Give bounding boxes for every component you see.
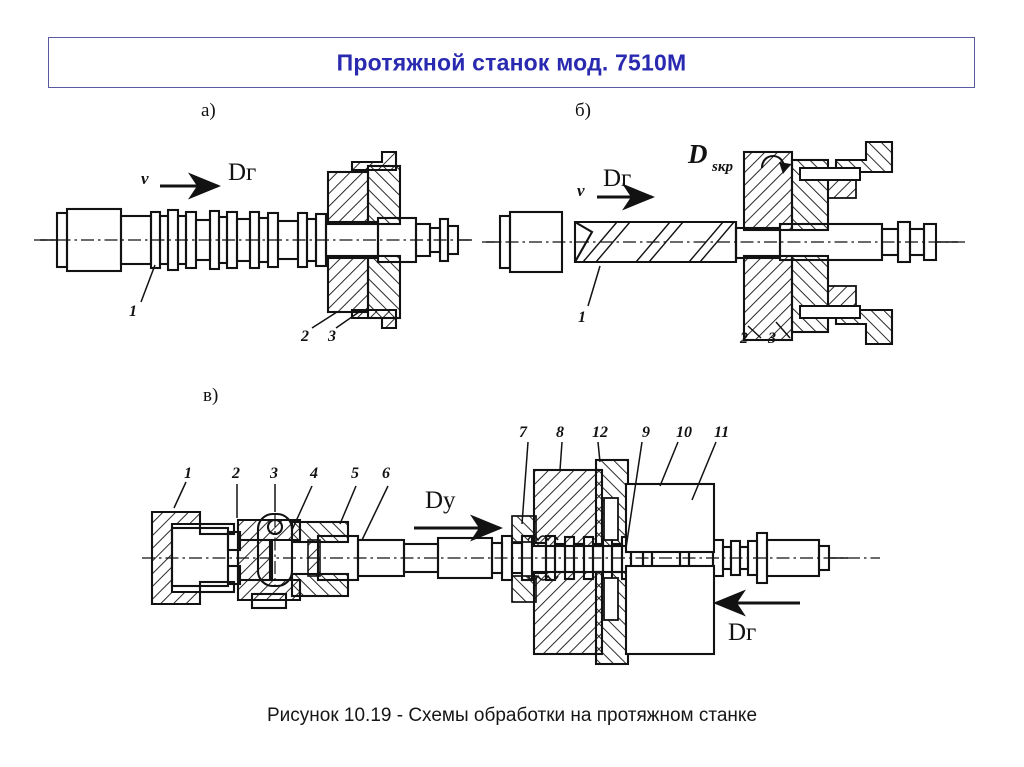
callout-a-1: 1 bbox=[129, 303, 137, 320]
callout-a-2: 2 bbox=[300, 328, 309, 345]
broach-body-v bbox=[316, 531, 848, 585]
callouts-v: 1 2 3 4 5 6 7 8 12 9 10 bbox=[173, 424, 729, 549]
retaining-pin-v bbox=[256, 512, 294, 588]
callout-b-3: 3 bbox=[767, 330, 776, 347]
callout-v-2: 2 bbox=[231, 465, 240, 482]
panel-v-diagram: Dу Dг bbox=[142, 424, 880, 666]
panel-a-diagram: v Dг bbox=[34, 150, 472, 345]
fixture-body-v bbox=[511, 458, 630, 666]
motion-label-dy-v: Dу bbox=[425, 487, 456, 514]
motion-label-dskr-b: D bbox=[687, 139, 708, 169]
callouts-b: 1 2 3 bbox=[578, 265, 791, 347]
broach-body-a bbox=[40, 207, 472, 273]
callout-a-3: 3 bbox=[327, 328, 336, 345]
callout-v-7: 7 bbox=[519, 424, 528, 441]
callout-v-8: 8 bbox=[556, 424, 564, 441]
callout-v-4: 4 bbox=[309, 465, 318, 482]
motion-label-dg-b: Dг bbox=[603, 165, 631, 192]
velocity-label-a: v bbox=[141, 169, 149, 188]
callout-b-2: 2 bbox=[739, 330, 748, 347]
callout-v-3: 3 bbox=[269, 465, 278, 482]
callout-v-11: 11 bbox=[714, 424, 729, 441]
callout-v-12: 12 bbox=[592, 424, 608, 441]
support-block-b bbox=[799, 140, 894, 346]
callout-v-6: 6 bbox=[382, 465, 390, 482]
adapter-block-v bbox=[236, 518, 302, 610]
motion-label-dg-v: Dг bbox=[728, 619, 756, 646]
panel-label-v: в) bbox=[203, 385, 219, 406]
callouts-a: 1 2 3 bbox=[129, 264, 360, 345]
velocity-label-b: v bbox=[577, 181, 585, 200]
callout-v-5: 5 bbox=[351, 465, 359, 482]
fixture-plate-b bbox=[742, 150, 857, 342]
motion-label-dg-a: Dг bbox=[228, 159, 256, 186]
callout-v-10: 10 bbox=[676, 424, 692, 441]
title-box: Протяжной станок мод. 7510М bbox=[48, 37, 975, 88]
rotation-arrowhead-b bbox=[779, 162, 791, 174]
panel-b-diagram: v Dг D sкр bbox=[482, 139, 965, 347]
motion-label-dskr-sub-b: sкр bbox=[711, 159, 733, 175]
callout-v-1: 1 bbox=[184, 465, 192, 482]
figure-caption: Рисунок 10.19 - Схемы обработки на протя… bbox=[266, 705, 758, 726]
support-plate-v bbox=[624, 482, 716, 656]
fixture-plate-a bbox=[326, 164, 402, 320]
panel-label-a: а) bbox=[201, 100, 216, 121]
panel-label-b: б) bbox=[575, 100, 591, 121]
callout-b-1: 1 bbox=[578, 309, 586, 326]
broach-body-b bbox=[486, 210, 958, 274]
support-block-a bbox=[350, 150, 398, 330]
pull-head-v bbox=[150, 510, 242, 606]
rotation-arrow-b bbox=[760, 154, 786, 169]
bushing-sleeve-v bbox=[290, 520, 350, 598]
callout-v-9: 9 bbox=[642, 424, 650, 441]
page-title: Протяжной станок мод. 7510М bbox=[336, 49, 687, 75]
